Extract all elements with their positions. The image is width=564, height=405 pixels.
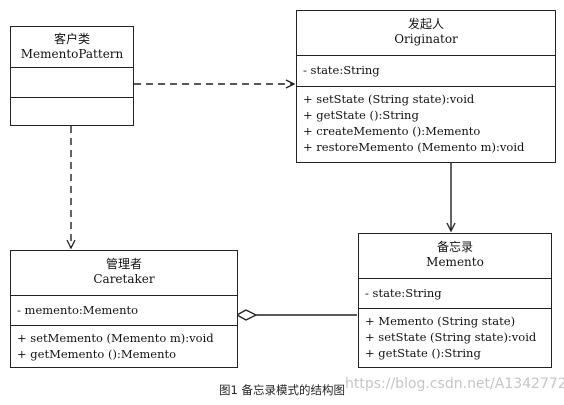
watermark-text: https://blog.csdn.net/A1342772 bbox=[345, 376, 564, 392]
class-originator-name-cn: 发起人 bbox=[407, 17, 444, 31]
class-caretaker-header: 管理者 Caretaker bbox=[11, 251, 237, 295]
class-memento-name-cn: 备忘录 bbox=[436, 240, 473, 254]
aggregation-diamond bbox=[235, 309, 258, 321]
attribute-row: - state:String bbox=[365, 286, 442, 300]
method-row: + setState (String state):void bbox=[303, 92, 475, 106]
class-caretaker-name-cn: 管理者 bbox=[105, 257, 142, 271]
method-row: + getMemento ():Memento bbox=[17, 347, 177, 361]
class-originator: 发起人 Originator - state:String + setState… bbox=[296, 10, 556, 163]
class-caretaker: 管理者 Caretaker - memento:Memento + setMem… bbox=[10, 250, 238, 368]
class-memento-methods: + Memento (String state) + setState (Str… bbox=[359, 308, 551, 361]
class-client-header: 客户类 MementoPattern bbox=[11, 27, 133, 67]
attribute-row: - state:String bbox=[303, 63, 380, 77]
method-row: + setState (String state):void bbox=[365, 330, 537, 344]
attribute-row: - memento:Memento bbox=[17, 303, 139, 317]
class-caretaker-attributes: - memento:Memento bbox=[11, 295, 237, 325]
method-row: + getState ():String bbox=[365, 346, 481, 360]
class-client-name-en: MementoPattern bbox=[20, 47, 124, 61]
method-row: + getState ():String bbox=[303, 108, 419, 122]
class-originator-attributes: - state:String bbox=[297, 55, 555, 86]
class-client-methods bbox=[11, 97, 133, 125]
class-client-name-cn: 客户类 bbox=[53, 32, 90, 46]
method-row: + setMemento (Memento m):void bbox=[17, 331, 214, 345]
class-memento-name-en: Memento bbox=[426, 255, 484, 269]
class-client-attributes bbox=[11, 67, 133, 97]
class-client: 客户类 MementoPattern bbox=[10, 26, 134, 126]
class-memento: 备忘录 Memento - state:String + Memento (St… bbox=[358, 233, 552, 368]
class-caretaker-methods: + setMemento (Memento m):void + getMemen… bbox=[11, 325, 237, 362]
method-row: + restoreMemento (Memento m):void bbox=[303, 140, 525, 154]
method-row: + createMemento ():Memento bbox=[303, 124, 481, 138]
method-row: + Memento (String state) bbox=[365, 314, 516, 328]
class-caretaker-name-en: Caretaker bbox=[93, 272, 155, 286]
class-originator-header: 发起人 Originator bbox=[297, 11, 555, 55]
class-originator-methods: + setState (String state):void + getStat… bbox=[297, 86, 555, 155]
class-originator-name-en: Originator bbox=[394, 32, 458, 46]
class-memento-header: 备忘录 Memento bbox=[359, 234, 551, 278]
class-memento-attributes: - state:String bbox=[359, 278, 551, 308]
figure-caption: 图1 备忘录模式的结构图 bbox=[219, 383, 345, 397]
